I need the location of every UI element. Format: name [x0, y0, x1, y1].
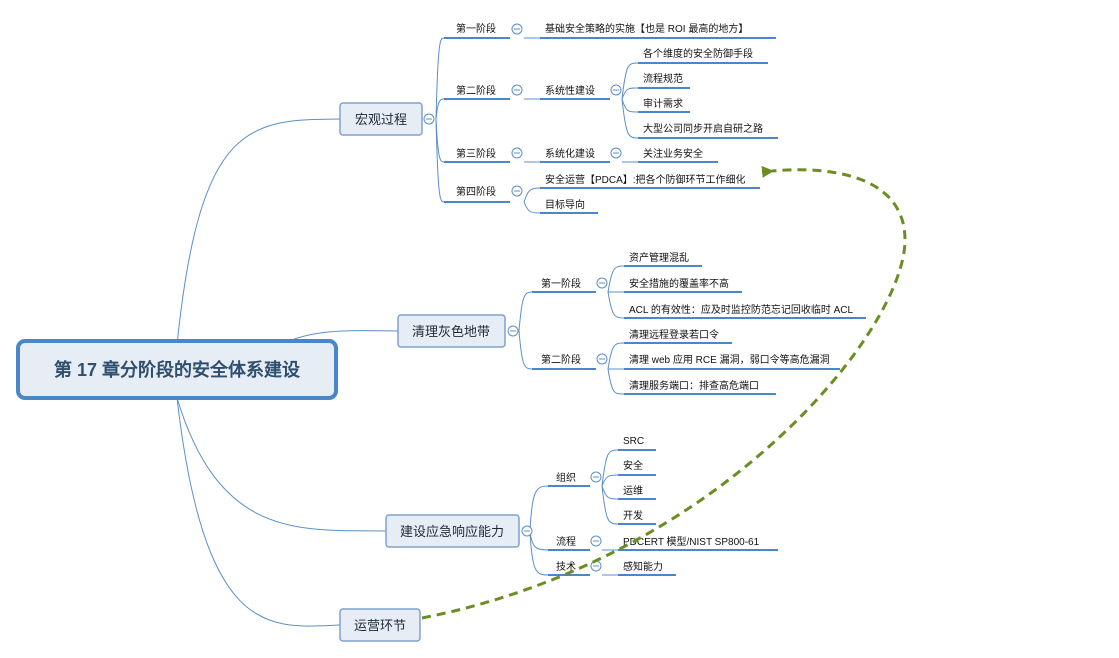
collapse-toggle-icon[interactable]	[590, 560, 602, 572]
svg-text:开发: 开发	[623, 509, 643, 522]
topic-organization[interactable]: 组织	[548, 471, 590, 487]
collapse-toggle-icon[interactable]	[511, 185, 523, 197]
topic-macro-stage-2[interactable]: 第二阶段	[444, 84, 510, 100]
leaf-topic[interactable]: 安全措施的覆盖率不高	[624, 277, 742, 293]
branch-node-gray-area[interactable]: 清理灰色地带	[397, 314, 506, 348]
svg-text:PDCERT 模型/NIST SP800-61: PDCERT 模型/NIST SP800-61	[623, 535, 760, 548]
svg-text:清理 web 应用 RCE 漏洞，弱口令等高危漏洞: 清理 web 应用 RCE 漏洞，弱口令等高危漏洞	[629, 353, 830, 366]
branch-node-operations[interactable]: 运营环节	[339, 608, 421, 642]
topic-macro-stage-3[interactable]: 第三阶段	[444, 147, 510, 163]
collapse-toggle-icon[interactable]	[590, 535, 602, 547]
leaf-topic[interactable]: 开发	[618, 509, 656, 525]
topic-systematic-build[interactable]: 系统性建设	[540, 84, 610, 100]
topic-label: 第二阶段	[541, 353, 581, 366]
root-title: 第 17 章分阶段的安全体系建设	[54, 359, 300, 380]
svg-text:系统性建设: 系统性建设	[545, 84, 595, 97]
svg-text:大型公司同步开启自研之路: 大型公司同步开启自研之路	[643, 122, 763, 135]
svg-text:SRC: SRC	[623, 436, 644, 447]
svg-text:审计需求: 审计需求	[643, 97, 683, 110]
topic-label: 技术	[556, 560, 576, 573]
svg-text:安全: 安全	[623, 459, 643, 472]
topic-label: 组织	[556, 471, 576, 484]
leaf-topic[interactable]: 流程规范	[638, 72, 690, 89]
leaf-topic[interactable]: 清理 web 应用 RCE 漏洞，弱口令等高危漏洞	[624, 353, 840, 370]
leaf-topic[interactable]: 运维	[618, 484, 656, 500]
leaf-topic[interactable]: 安全运营【PDCA】:把各个防御环节工作细化	[540, 173, 760, 189]
topic-label: 第一阶段	[456, 22, 496, 35]
svg-text:安全运营【PDCA】:把各个防御环节工作细化: 安全运营【PDCA】:把各个防御环节工作细化	[545, 173, 746, 186]
topic-label: 第四阶段	[456, 185, 496, 198]
svg-text:目标导向: 目标导向	[545, 198, 585, 211]
svg-text:各个维度的安全防御手段: 各个维度的安全防御手段	[643, 47, 753, 60]
leaf-topic[interactable]: 清理远程登录若口令	[624, 328, 732, 344]
svg-text:安全措施的覆盖率不高: 安全措施的覆盖率不高	[629, 277, 729, 290]
leaf-topic[interactable]: ACL 的有效性：应及时监控防范忘记回收临时 ACL	[624, 303, 866, 319]
leaf-topic-business-security[interactable]: 关注业务安全	[638, 147, 718, 163]
leaf-topic[interactable]: 感知能力	[618, 560, 676, 576]
svg-text:清理服务端口：排查高危端口: 清理服务端口：排查高危端口	[629, 379, 759, 392]
branch-macro-connectors	[435, 37, 639, 214]
collapse-toggle-icon[interactable]	[521, 525, 533, 537]
svg-text:系统化建设: 系统化建设	[545, 147, 595, 160]
topic-gray-stage-2[interactable]: 第二阶段	[532, 353, 596, 370]
leaf-topic[interactable]: 基础安全策略的实施【也是 ROI 最高的地方】	[540, 22, 776, 39]
topic-label: 第一阶段	[541, 277, 581, 290]
collapse-toggle-icon[interactable]	[507, 325, 519, 337]
collapse-toggle-icon[interactable]	[596, 277, 608, 289]
leaf-topic[interactable]: 安全	[618, 459, 656, 476]
topic-label: 流程	[556, 535, 576, 548]
svg-text:感知能力: 感知能力	[623, 560, 663, 573]
leaf-topic[interactable]: SRC	[618, 436, 656, 451]
topic-gray-stage-1[interactable]: 第一阶段	[532, 277, 596, 293]
collapse-toggle-icon[interactable]	[610, 147, 622, 159]
topic-macro-stage-1[interactable]: 第一阶段	[444, 22, 510, 39]
topic-process[interactable]: 流程	[548, 535, 590, 551]
leaf-topic[interactable]: 清理服务端口：排查高危端口	[624, 379, 776, 395]
leaf-topic[interactable]: 审计需求	[638, 97, 690, 113]
svg-text:ACL 的有效性：应及时监控防范忘记回收临时 ACL: ACL 的有效性：应及时监控防范忘记回收临时 ACL	[629, 303, 854, 316]
topic-label: 第二阶段	[456, 84, 496, 97]
relationship-arrow[interactable]	[421, 165, 907, 620]
topic-label: 第三阶段	[456, 147, 496, 160]
leaf-topic[interactable]: 各个维度的安全防御手段	[638, 47, 768, 64]
branch-label: 建设应急响应能力	[400, 524, 504, 539]
svg-text:关注业务安全: 关注业务安全	[643, 147, 703, 160]
collapse-toggle-icon[interactable]	[590, 471, 602, 483]
root-node[interactable]: 第 17 章分阶段的安全体系建设	[16, 339, 338, 400]
collapse-toggle-icon[interactable]	[423, 113, 435, 125]
svg-text:清理远程登录若口令: 清理远程登录若口令	[629, 328, 719, 341]
collapse-toggle-icon[interactable]	[511, 84, 523, 96]
svg-text:基础安全策略的实施【也是 ROI 最高的地方】: 基础安全策略的实施【也是 ROI 最高的地方】	[545, 22, 748, 35]
leaf-topic[interactable]: 资产管理混乱	[624, 251, 702, 267]
branch-gray-connectors	[518, 265, 625, 395]
collapse-toggle-icon[interactable]	[596, 353, 608, 365]
branch-label: 运营环节	[354, 618, 406, 633]
branch-node-macro[interactable]: 宏观过程	[339, 102, 423, 136]
topic-macro-stage-4[interactable]: 第四阶段	[444, 185, 510, 203]
branch-label: 宏观过程	[355, 112, 407, 127]
topic-technology[interactable]: 技术	[548, 560, 590, 576]
leaf-topic[interactable]: 大型公司同步开启自研之路	[638, 122, 778, 139]
branch-response-connectors	[529, 449, 619, 576]
collapse-toggle-icon[interactable]	[610, 84, 622, 96]
svg-text:流程规范: 流程规范	[643, 72, 683, 85]
topic-systemization-build[interactable]: 系统化建设	[540, 147, 610, 163]
svg-text:运维: 运维	[623, 484, 643, 497]
svg-text:资产管理混乱: 资产管理混乱	[629, 251, 689, 264]
branch-label: 清理灰色地带	[412, 324, 490, 339]
collapse-toggle-icon[interactable]	[511, 23, 523, 35]
branch-node-incident-response[interactable]: 建设应急响应能力	[385, 514, 520, 548]
collapse-toggle-icon[interactable]	[511, 147, 523, 159]
leaf-topic[interactable]: 目标导向	[540, 198, 598, 214]
leaf-topic[interactable]: PDCERT 模型/NIST SP800-61	[618, 535, 778, 551]
